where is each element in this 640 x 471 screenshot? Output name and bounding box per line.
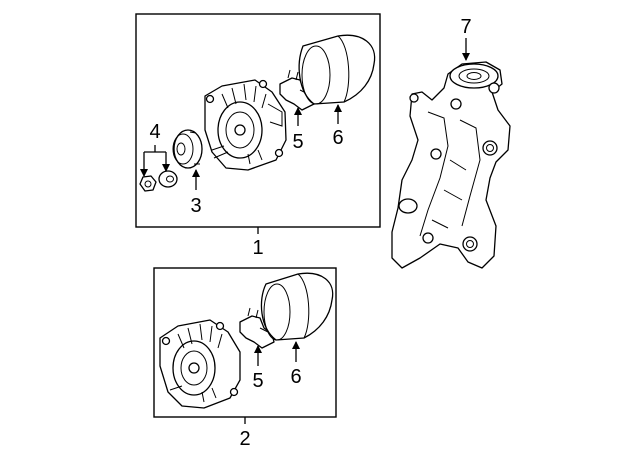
washer-icon [158, 170, 178, 188]
callout-regulator-top: 5 [292, 131, 303, 153]
callout-nut-washer: 4 [149, 121, 160, 143]
pulley-icon [172, 129, 203, 169]
callout-cover-top: 6 [332, 127, 343, 149]
nut-icon [139, 175, 157, 192]
cover-icon [298, 34, 376, 105]
callout-alternator-assembly-alt: 2 [239, 428, 250, 450]
callout-alternator-assembly: 1 [252, 237, 263, 259]
callout-cover-bottom: 6 [290, 366, 301, 388]
alternator-icon [204, 79, 287, 171]
callout-pulley: 3 [190, 195, 201, 217]
callout-bracket: 7 [460, 16, 471, 38]
cover-icon [260, 272, 334, 341]
callout-regulator-bottom: 5 [252, 370, 263, 392]
bracket-icon [391, 61, 511, 269]
regulator-icon [239, 307, 275, 349]
alternator-icon [159, 319, 241, 409]
